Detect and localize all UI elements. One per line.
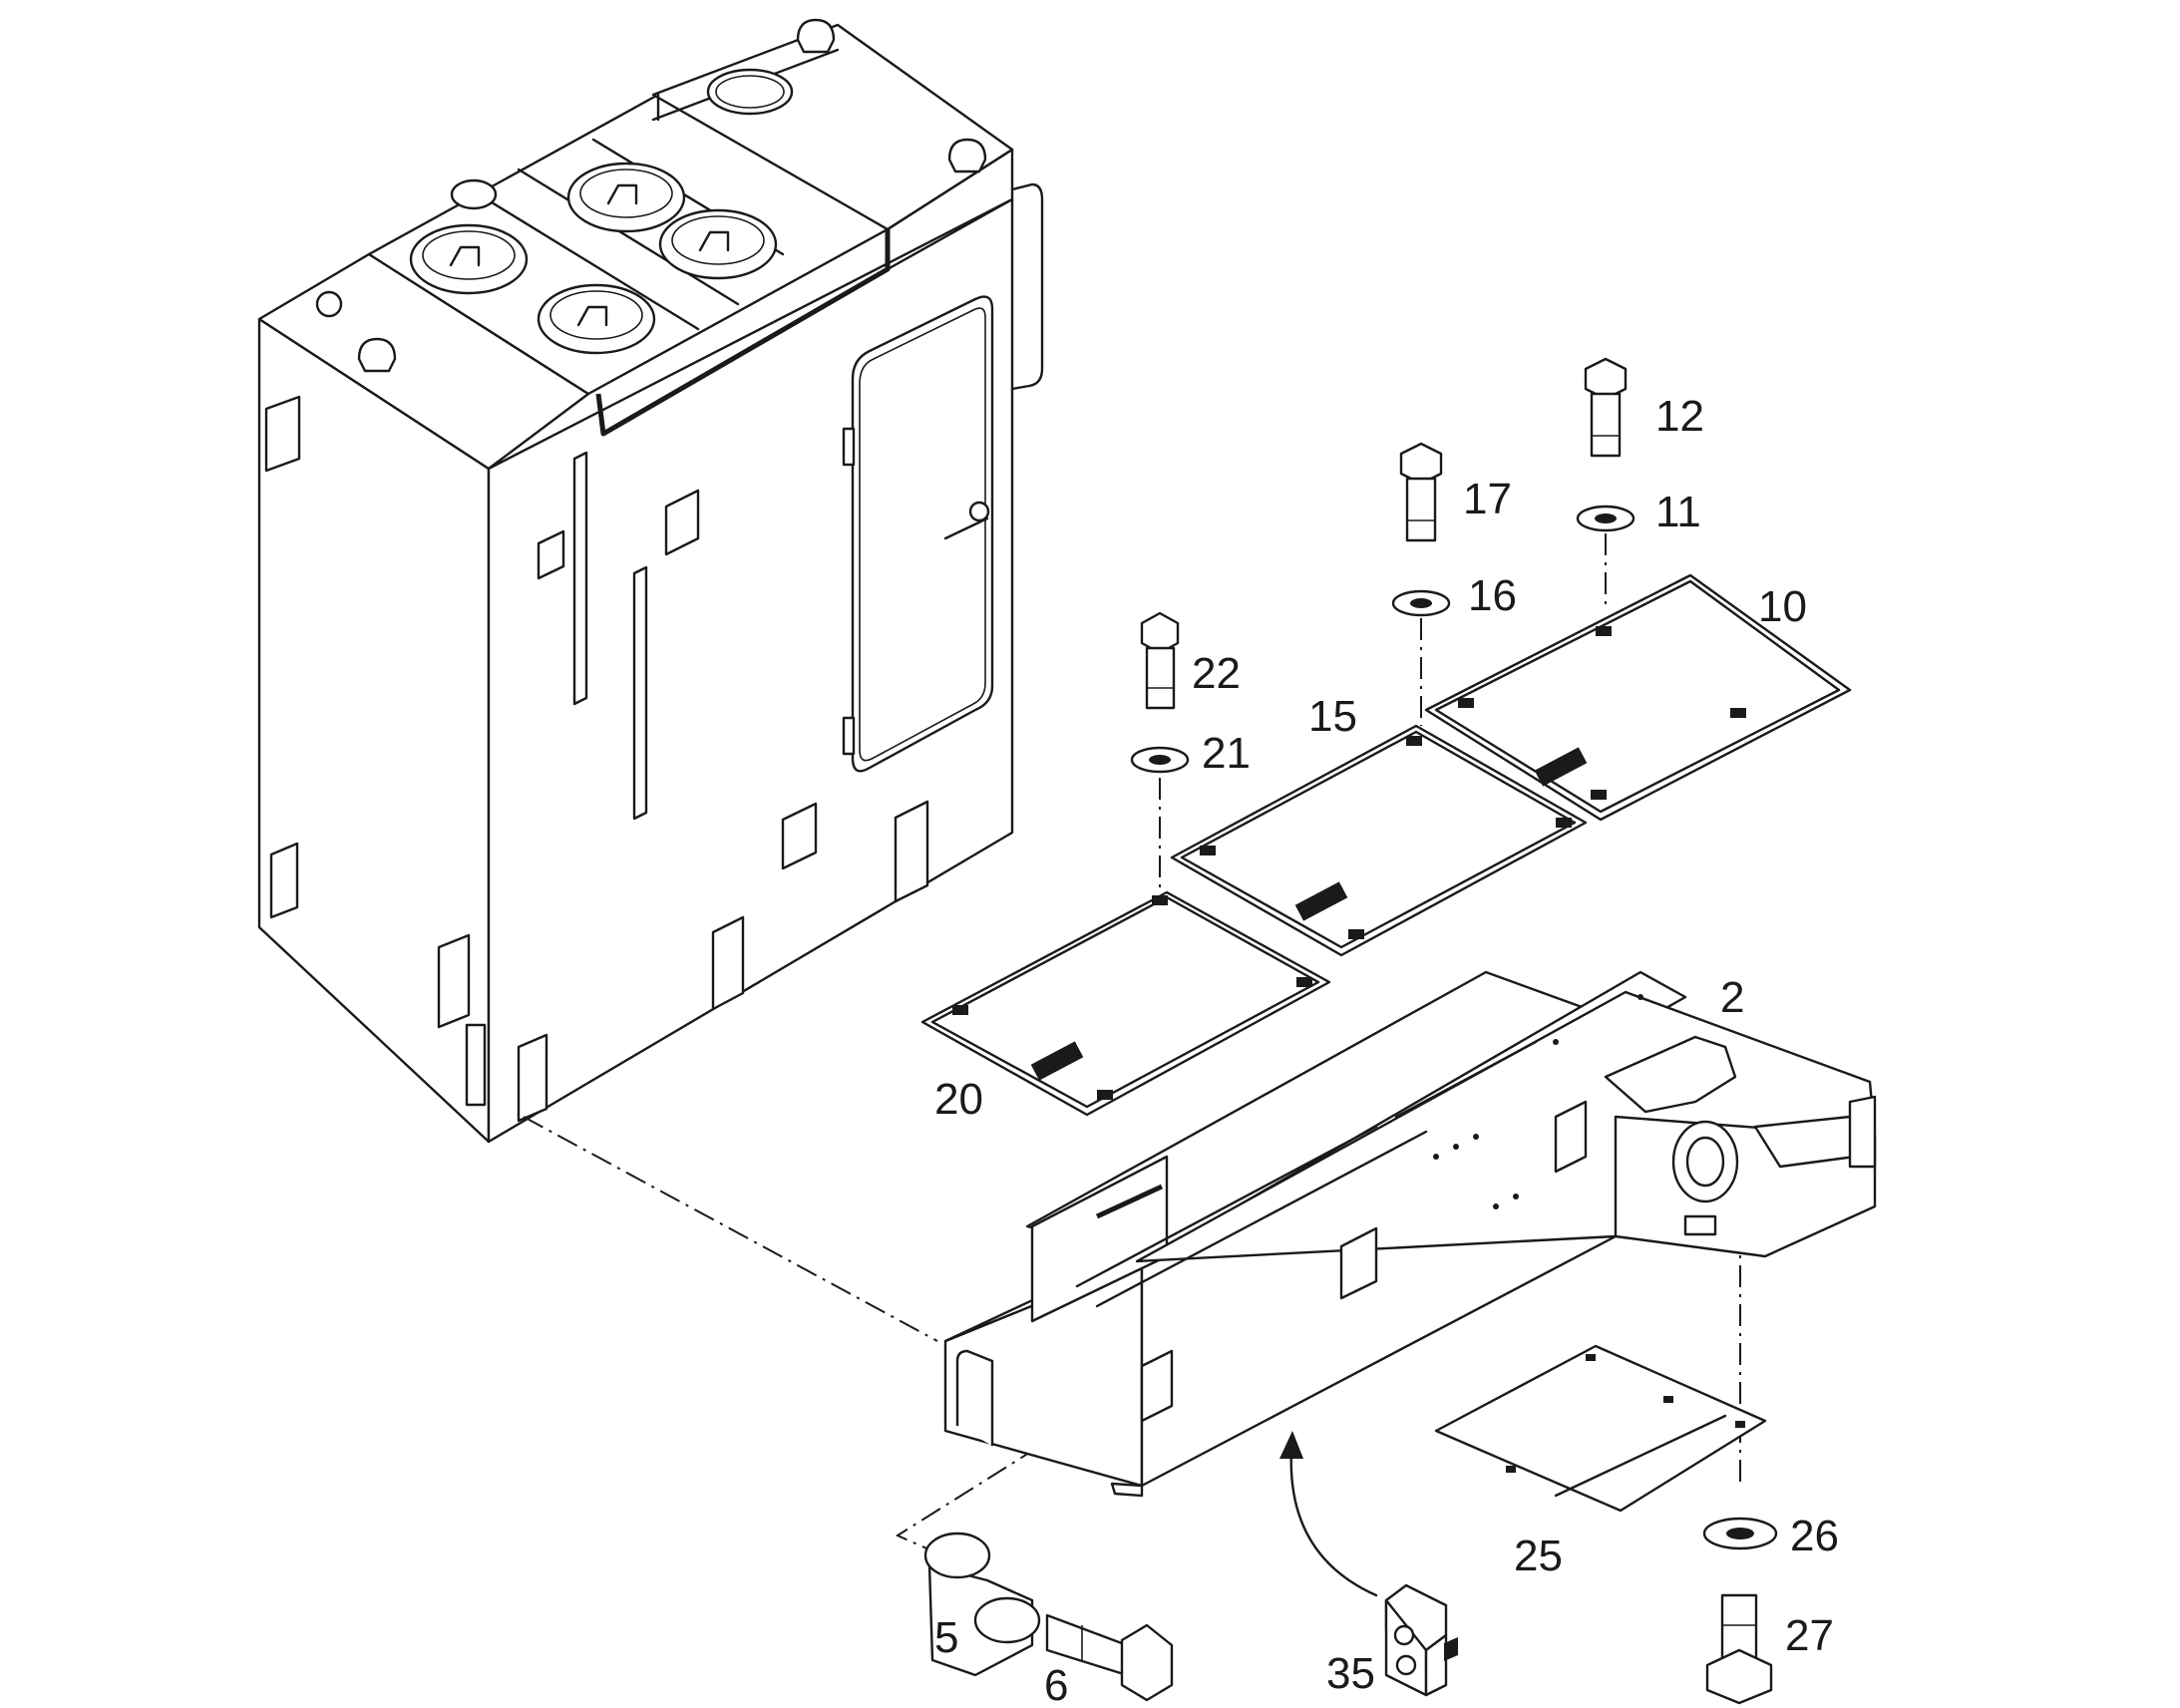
callout-27: 27 bbox=[1785, 1611, 1834, 1660]
bolt-6 bbox=[1045, 1613, 1174, 1702]
sleeve-5 bbox=[923, 1532, 1041, 1677]
callout-2: 2 bbox=[1720, 973, 1744, 1022]
callout-35: 35 bbox=[1326, 1649, 1375, 1698]
callout-11: 11 bbox=[1655, 488, 1701, 536]
washer-16 bbox=[1391, 589, 1451, 617]
bolt-22 bbox=[1140, 611, 1180, 710]
callout-12: 12 bbox=[1655, 392, 1704, 441]
callout-labels: 2 5 6 10 11 12 15 16 17 20 21 22 25 26 2… bbox=[934, 392, 1839, 1708]
washer-26 bbox=[1702, 1517, 1778, 1550]
support-plate-25 bbox=[1434, 1344, 1767, 1513]
callout-20: 20 bbox=[934, 1075, 983, 1124]
callout-21: 21 bbox=[1202, 729, 1251, 778]
callout-17: 17 bbox=[1463, 475, 1512, 523]
callout-6: 6 bbox=[1044, 1661, 1068, 1708]
filter-cap bbox=[409, 223, 529, 295]
cover-plate-20 bbox=[920, 890, 1331, 1117]
clamp-block-35 bbox=[1384, 1583, 1458, 1697]
base-frame-2 bbox=[943, 970, 1877, 1498]
callout-10: 10 bbox=[1758, 582, 1807, 631]
filter-cap-group bbox=[409, 162, 778, 355]
callout-5: 5 bbox=[934, 1613, 958, 1662]
bolt-12 bbox=[1584, 357, 1628, 458]
bolt-17 bbox=[1399, 442, 1443, 542]
filter-cap bbox=[658, 208, 778, 280]
callout-16: 16 bbox=[1468, 571, 1517, 620]
callout-22: 22 bbox=[1192, 649, 1241, 698]
callout-25: 25 bbox=[1514, 1532, 1563, 1580]
cover-plate-10 bbox=[1424, 573, 1852, 822]
washer-11 bbox=[1576, 505, 1635, 532]
callout-15: 15 bbox=[1308, 692, 1357, 741]
cover-plate-15 bbox=[1170, 724, 1588, 957]
washer-21 bbox=[1130, 746, 1190, 774]
cabinet-housing bbox=[257, 18, 1044, 1144]
filter-cap bbox=[566, 162, 686, 233]
bolt-27 bbox=[1705, 1593, 1773, 1705]
callout-26: 26 bbox=[1790, 1512, 1839, 1560]
filter-cap bbox=[537, 283, 656, 355]
insertion-arrow bbox=[1279, 1431, 1378, 1597]
